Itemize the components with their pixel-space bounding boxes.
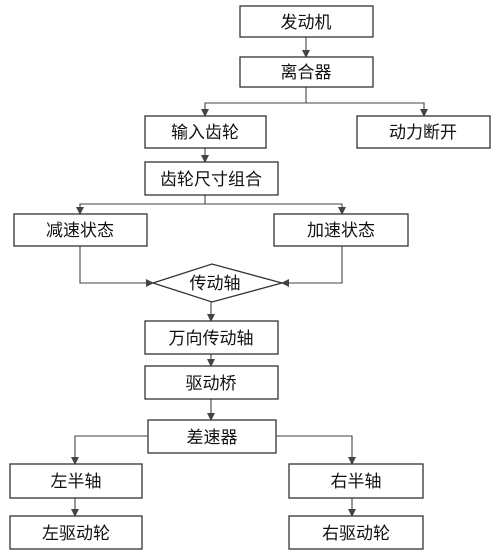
node-input-gear: 输入齿轮 xyxy=(144,115,267,149)
node-right-half-shaft-label: 右半轴 xyxy=(331,472,382,492)
arrow-combo-split-right xyxy=(205,203,346,215)
node-engine: 发动机 xyxy=(239,5,374,38)
node-deceleration-state-label: 减速状态 xyxy=(46,221,114,241)
node-drive-shaft: 传动轴 xyxy=(150,263,285,303)
node-input-gear-label: 输入齿轮 xyxy=(171,123,239,143)
node-clutch-label: 离合器 xyxy=(281,63,332,83)
connectors xyxy=(71,37,428,517)
arrow-clutch-split xyxy=(201,87,307,117)
node-drive-shaft-label: 传动轴 xyxy=(190,274,241,294)
node-universal-drive-shaft-label: 万向传动轴 xyxy=(169,329,254,349)
node-deceleration-state: 减速状态 xyxy=(13,213,148,247)
arrow-clutch-to-power-cutoff xyxy=(306,102,428,117)
node-differential: 差速器 xyxy=(147,419,277,454)
node-left-drive-wheel-label: 左驱动轮 xyxy=(42,524,110,544)
node-power-cutoff: 动力断开 xyxy=(356,115,491,149)
arrow-accel-to-shaft xyxy=(281,246,343,287)
node-gear-size-combo: 齿轮尺寸组合 xyxy=(144,161,279,196)
node-left-drive-wheel: 左驱动轮 xyxy=(9,515,143,550)
node-gear-size-combo-label: 齿轮尺寸组合 xyxy=(160,170,262,190)
arrow-decel-to-shaft xyxy=(79,246,154,287)
arrow-diff-to-right xyxy=(276,435,356,465)
node-clutch: 离合器 xyxy=(239,56,374,88)
node-drive-axle: 驱动桥 xyxy=(144,365,279,400)
node-engine-label: 发动机 xyxy=(281,13,332,33)
node-left-half-shaft-label: 左半轴 xyxy=(51,472,102,492)
node-left-half-shaft: 左半轴 xyxy=(9,463,143,499)
node-acceleration-state-label: 加速状态 xyxy=(307,221,375,241)
arrow-combo-split-left xyxy=(76,195,206,215)
node-acceleration-state: 加速状态 xyxy=(273,213,409,247)
node-differential-label: 差速器 xyxy=(187,428,238,448)
node-right-drive-wheel: 右驱动轮 xyxy=(288,515,424,550)
node-universal-drive-shaft: 万向传动轴 xyxy=(144,320,279,355)
node-right-half-shaft: 右半轴 xyxy=(288,463,424,499)
node-drive-axle-label: 驱动桥 xyxy=(186,374,237,394)
node-power-cutoff-label: 动力断开 xyxy=(389,123,457,143)
node-right-drive-wheel-label: 右驱动轮 xyxy=(322,524,390,544)
arrow-diff-to-left xyxy=(71,435,148,465)
